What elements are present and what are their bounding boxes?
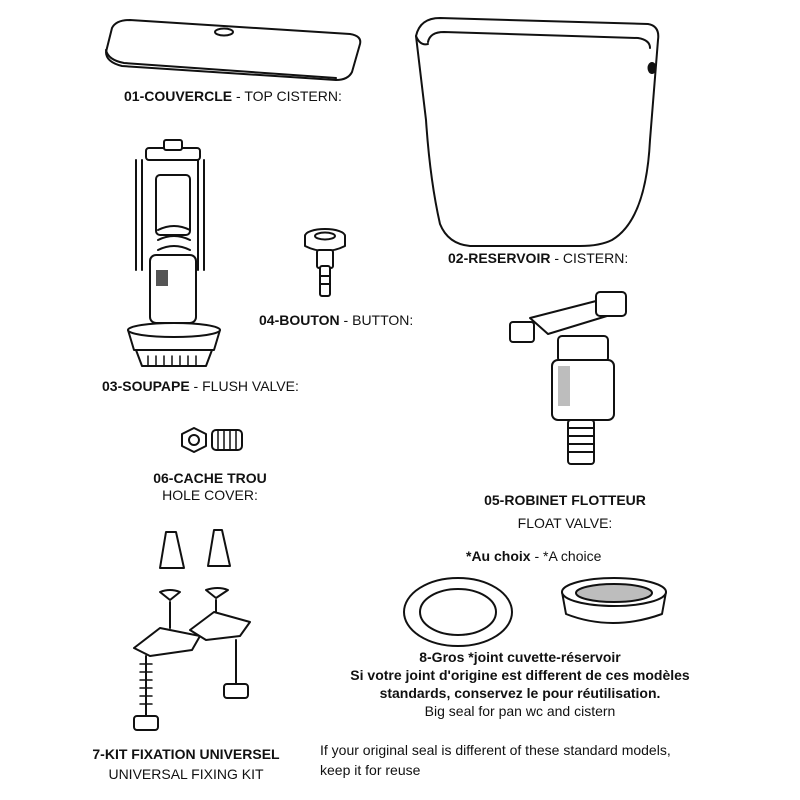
soupape-en: FLUSH VALVE: <box>202 378 299 394</box>
reservoir-en: CISTERN: <box>562 250 629 266</box>
seal-drawing <box>403 577 667 647</box>
choice-sep: - <box>530 548 544 564</box>
seal-en-line3: keep it for reuse <box>320 762 421 778</box>
seal-fr-line1: Si votre joint d'origine est different d… <box>350 667 690 683</box>
kit-en: UNIVERSAL FIXING KIT <box>108 766 264 782</box>
seal-en-line2: If your original seal is different of th… <box>320 742 671 758</box>
seal-en-notes: If your original seal is different of th… <box>320 740 671 780</box>
reservoir-code: 02-RESERVOIR <box>448 250 551 266</box>
float-valve-drawing <box>509 291 627 465</box>
robinet-en: FLOAT VALVE: <box>517 515 613 531</box>
seal-en-line1: Big seal for pan wc and cistern <box>424 703 616 719</box>
couvercle-code: 01-COUVERCLE <box>124 88 233 104</box>
seal-fr-line2: standards, conservez le pour réutilisati… <box>379 685 661 701</box>
label-reservoir: 02-RESERVOIR - CISTERN: <box>448 250 628 267</box>
robinet-code: 05-ROBINET FLOTTEUR <box>484 492 646 508</box>
label-robinet: 05-ROBINET FLOTTEUR FLOAT VALVE: <box>470 492 660 532</box>
choice-en: *A choice <box>543 548 602 564</box>
couvercle-en: TOP CISTERN: <box>244 88 342 104</box>
couvercle-sep: - <box>232 88 245 104</box>
reservoir-sep: - <box>550 250 563 266</box>
hole-cover-drawing <box>181 427 243 453</box>
cache-trou-code: 06-CACHE TROU <box>153 470 267 486</box>
fixing-kit-drawing <box>133 529 251 731</box>
bouton-code: 04-BOUTON <box>259 312 340 328</box>
label-bouton: 04-BOUTON - BUTTON: <box>259 312 413 329</box>
cistern-tank-drawing <box>415 17 660 247</box>
soupape-code: 03-SOUPAPE <box>102 378 190 394</box>
cistern-lid-drawing <box>105 19 362 81</box>
bouton-en: BUTTON: <box>352 312 414 328</box>
seal-description: 8-Gros *joint cuvette-réservoir Si votre… <box>300 648 740 720</box>
kit-code: 7-KIT FIXATION UNIVERSEL <box>92 746 280 762</box>
label-cache-trou: 06-CACHE TROU HOLE COVER: <box>140 470 280 504</box>
label-kit: 7-KIT FIXATION UNIVERSEL UNIVERSAL FIXIN… <box>76 744 296 784</box>
choice-fr: *Au choix <box>466 548 531 564</box>
label-soupape: 03-SOUPAPE - FLUSH VALVE: <box>102 378 299 395</box>
seal-title: 8-Gros *joint cuvette-réservoir <box>419 649 621 665</box>
label-choice: *Au choix - *A choice <box>466 548 601 565</box>
button-drawing <box>304 228 346 297</box>
cache-trou-en: HOLE COVER: <box>162 487 258 503</box>
bouton-sep: - <box>339 312 353 328</box>
soupape-sep: - <box>189 378 203 394</box>
flush-valve-drawing <box>127 139 221 367</box>
label-couvercle: 01-COUVERCLE - TOP CISTERN: <box>124 88 342 105</box>
